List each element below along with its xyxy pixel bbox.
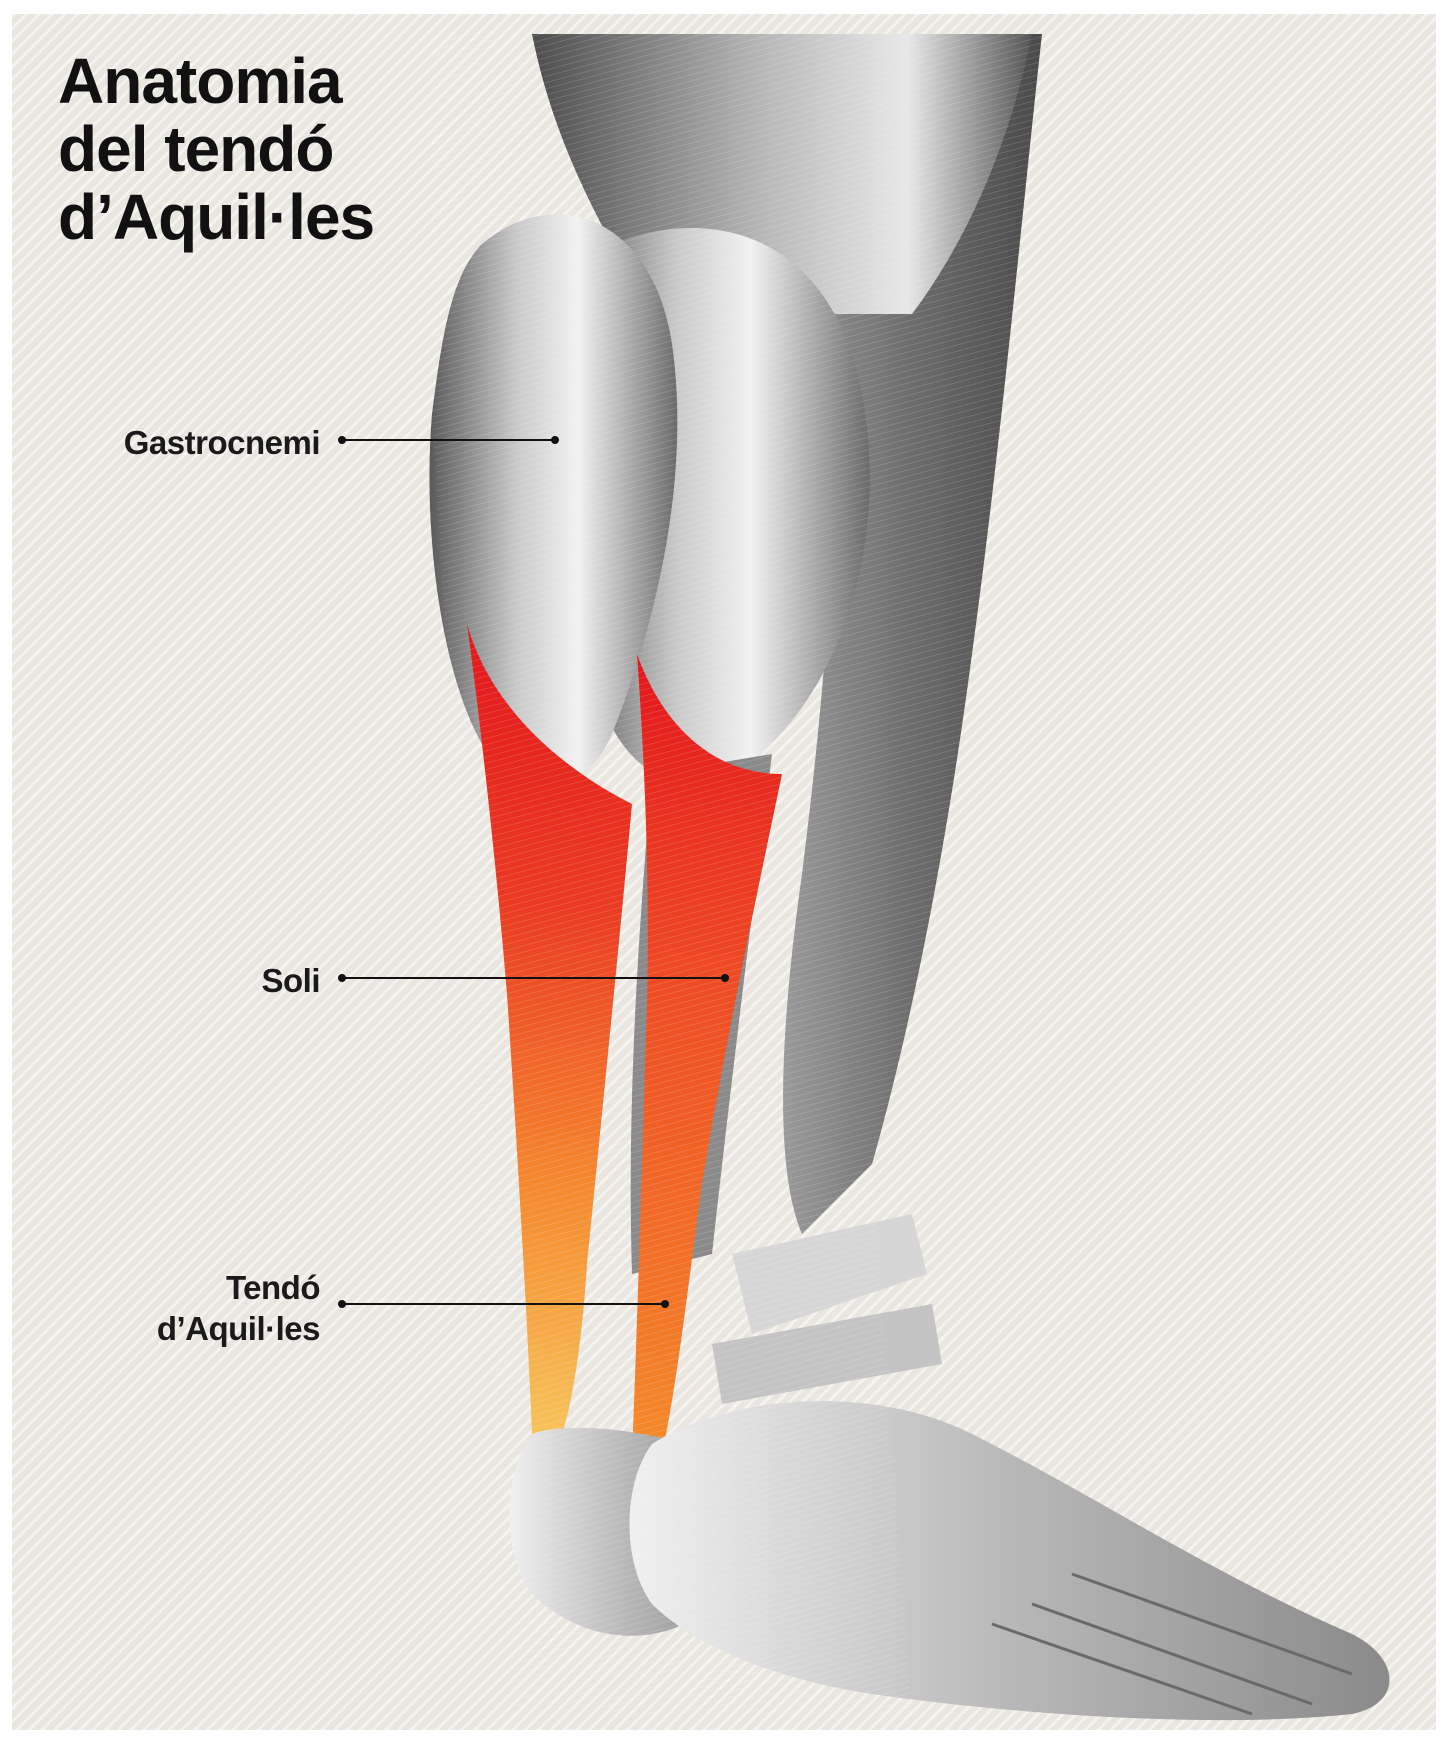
label-tendo-line-2: d’Aquil·les — [52, 1308, 320, 1349]
page-title: Anatomia del tendó d’Aquil·les — [58, 48, 374, 251]
label-soli: Soli — [52, 960, 320, 1001]
leg-anatomy-illustration — [12, 14, 1436, 1730]
label-tendo-aquilles: Tendó d’Aquil·les — [52, 1267, 320, 1350]
label-gastrocnemi: Gastrocnemi — [52, 422, 320, 463]
title-line-3: d’Aquil·les — [58, 184, 374, 252]
infographic-panel: Anatomia del tendó d’Aquil·les Gastrocne… — [12, 14, 1436, 1730]
title-line-2: del tendó — [58, 116, 374, 184]
title-line-1: Anatomia — [58, 48, 374, 116]
label-tendo-line-1: Tendó — [52, 1267, 320, 1308]
